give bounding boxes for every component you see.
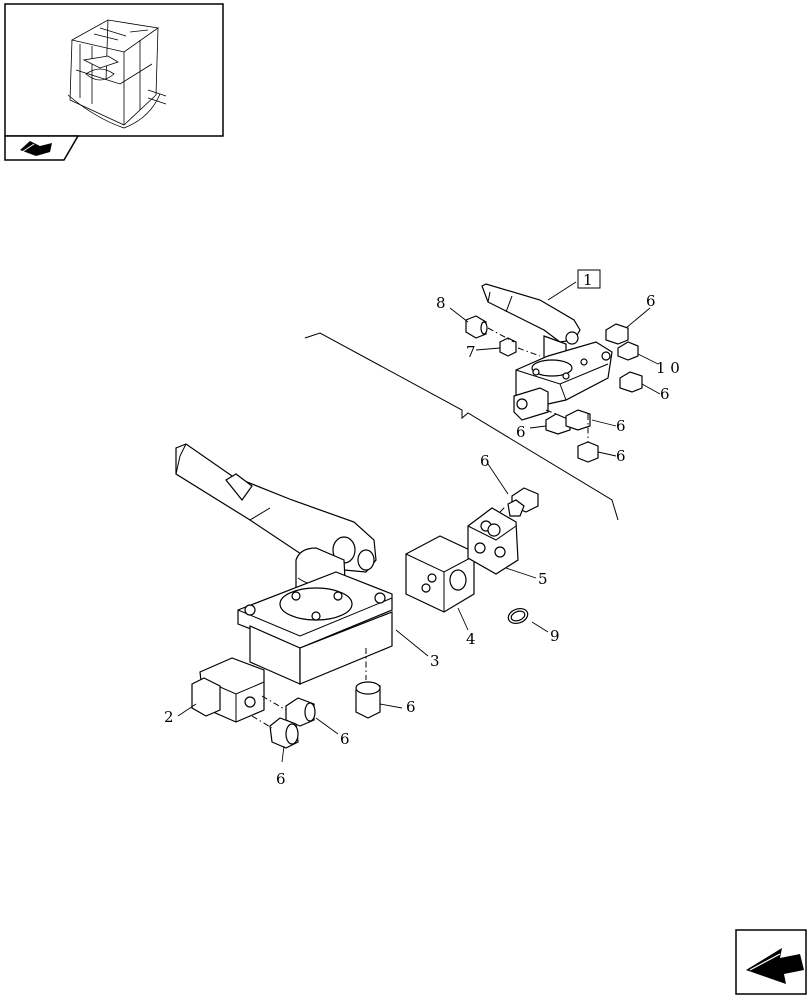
callout-part-2: 2 <box>164 708 174 726</box>
callout-part-6: 6 <box>616 417 626 435</box>
back-arrow-icon <box>20 141 52 156</box>
leader-lines <box>177 281 661 763</box>
callout-part-7: 7 <box>466 343 476 361</box>
small-valve-assembly <box>465 283 643 463</box>
callout-labels: 1 2 3 4 5 9 6 6 6 6 8 7 6 1 0 6 6 6 6 <box>164 269 680 788</box>
thumbnail-panel[interactable] <box>4 3 224 161</box>
callout-part-6: 6 <box>276 770 286 788</box>
next-arrow-icon <box>746 948 804 984</box>
section-break-line <box>304 332 619 521</box>
callout-part-8: 8 <box>436 294 446 312</box>
callout-part-6: 6 <box>406 698 416 716</box>
callout-part-6: 6 <box>516 423 526 441</box>
cab-overview-thumbnail <box>67 19 167 129</box>
callout-part-6: 6 <box>480 452 490 470</box>
callout-part-3: 3 <box>430 652 440 670</box>
assembly-reference-number: 1 <box>583 271 593 289</box>
callout-part-5: 5 <box>538 570 548 588</box>
callout-part-9: 9 <box>550 627 560 645</box>
callout-part-4: 4 <box>466 630 476 648</box>
callout-part-10: 1 0 <box>656 359 680 377</box>
main-valve-assembly <box>175 443 539 749</box>
next-page-button[interactable] <box>735 929 807 995</box>
callout-part-6: 6 <box>660 385 670 403</box>
assembly-reference-box <box>577 269 601 289</box>
callout-part-6: 6 <box>616 447 626 465</box>
callout-part-6: 6 <box>340 730 350 748</box>
callout-part-6: 6 <box>646 292 656 310</box>
